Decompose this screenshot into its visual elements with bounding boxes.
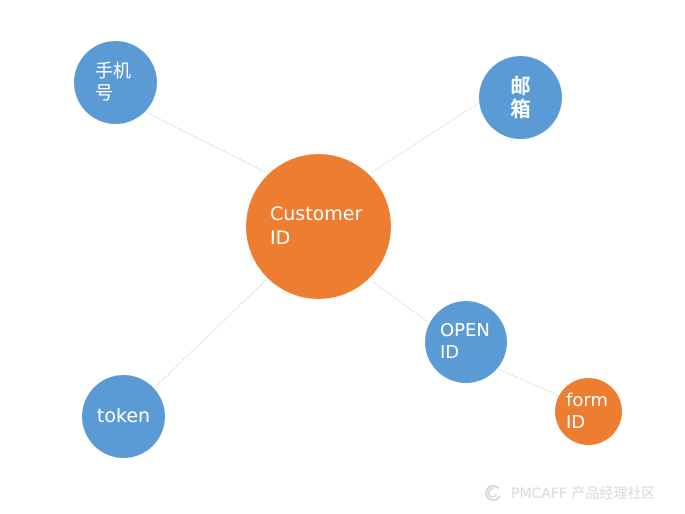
pmcaff-logo-icon [485, 485, 501, 502]
node-phone: 手机 号 [74, 41, 157, 124]
node-customer-id-label: Customer ID [270, 203, 363, 249]
watermark: PMCAFF 产品经理社区 [483, 483, 655, 503]
node-form-id-label: form ID [566, 389, 608, 433]
edge-customer-token [152, 279, 267, 390]
node-token-label: token [96, 404, 151, 427]
node-open-id-label: OPEN ID [440, 320, 490, 363]
watermark-text: PMCAFF 产品经理社区 [511, 486, 656, 502]
node-email-label: 邮 箱 [510, 74, 531, 121]
node-form-id: form ID [555, 378, 622, 445]
node-customer-id: Customer ID [246, 154, 391, 299]
node-phone-label: 手机 号 [95, 60, 131, 104]
edge-customer-email [371, 100, 483, 173]
node-open-id: OPEN ID [425, 301, 507, 383]
edge-customer-openid [371, 280, 429, 323]
node-email: 邮 箱 [479, 56, 562, 139]
node-token: token [82, 375, 165, 458]
edge-customer-phone [145, 111, 266, 173]
edge-openid-formid [494, 367, 561, 397]
